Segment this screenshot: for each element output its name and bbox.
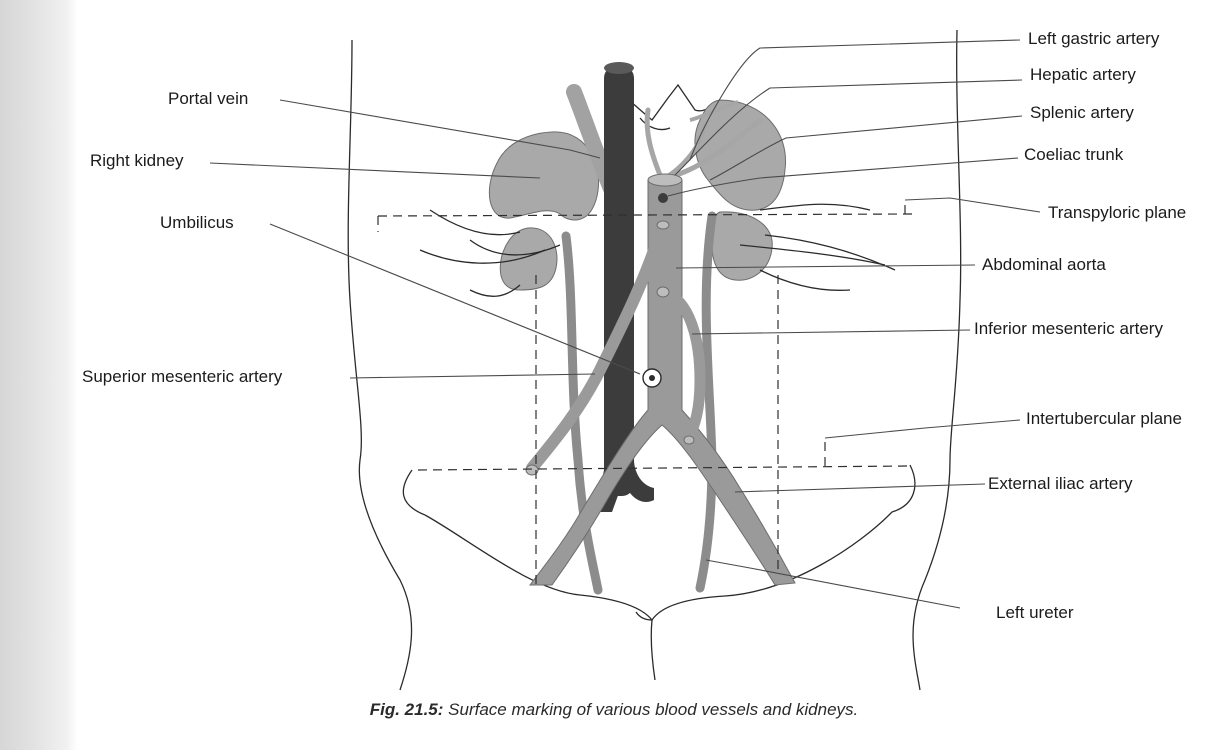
label-external-iliac-artery: External iliac artery — [988, 474, 1133, 493]
label-splenic-artery: Splenic artery — [1030, 103, 1134, 122]
label-left-gastric-artery: Left gastric artery — [1028, 29, 1160, 48]
label-coeliac-trunk: Coeliac trunk — [1024, 145, 1124, 164]
label-hepatic-artery: Hepatic artery — [1030, 65, 1136, 84]
figure-caption: Fig. 21.5: Surface marking of various bl… — [0, 700, 1228, 720]
label-superior-mesenteric-artery: Superior mesenteric artery — [82, 367, 283, 386]
label-abdominal-aorta: Abdominal aorta — [982, 255, 1106, 274]
label-umbilicus: Umbilicus — [160, 213, 234, 232]
label-portal-vein: Portal vein — [168, 89, 248, 108]
label-inferior-mesenteric-artery: Inferior mesenteric artery — [974, 319, 1163, 338]
intertubercular-plane-lines — [418, 438, 910, 470]
figure-caption-text: Surface marking of various blood vessels… — [448, 700, 858, 719]
label-right-kidney: Right kidney — [90, 151, 184, 170]
figure-number: Fig. 21.5: — [370, 700, 444, 719]
label-transpyloric-plane: Transpyloric plane — [1048, 203, 1186, 222]
label-left-ureter: Left ureter — [996, 603, 1074, 622]
coeliac-trunk-stub — [658, 193, 668, 203]
umbilicus — [643, 369, 661, 387]
label-intertubercular-plane: Intertubercular plane — [1026, 409, 1182, 428]
right-kidney — [489, 132, 598, 290]
left-labels: Portal vein Right kidney Umbilicus Super… — [82, 89, 283, 386]
